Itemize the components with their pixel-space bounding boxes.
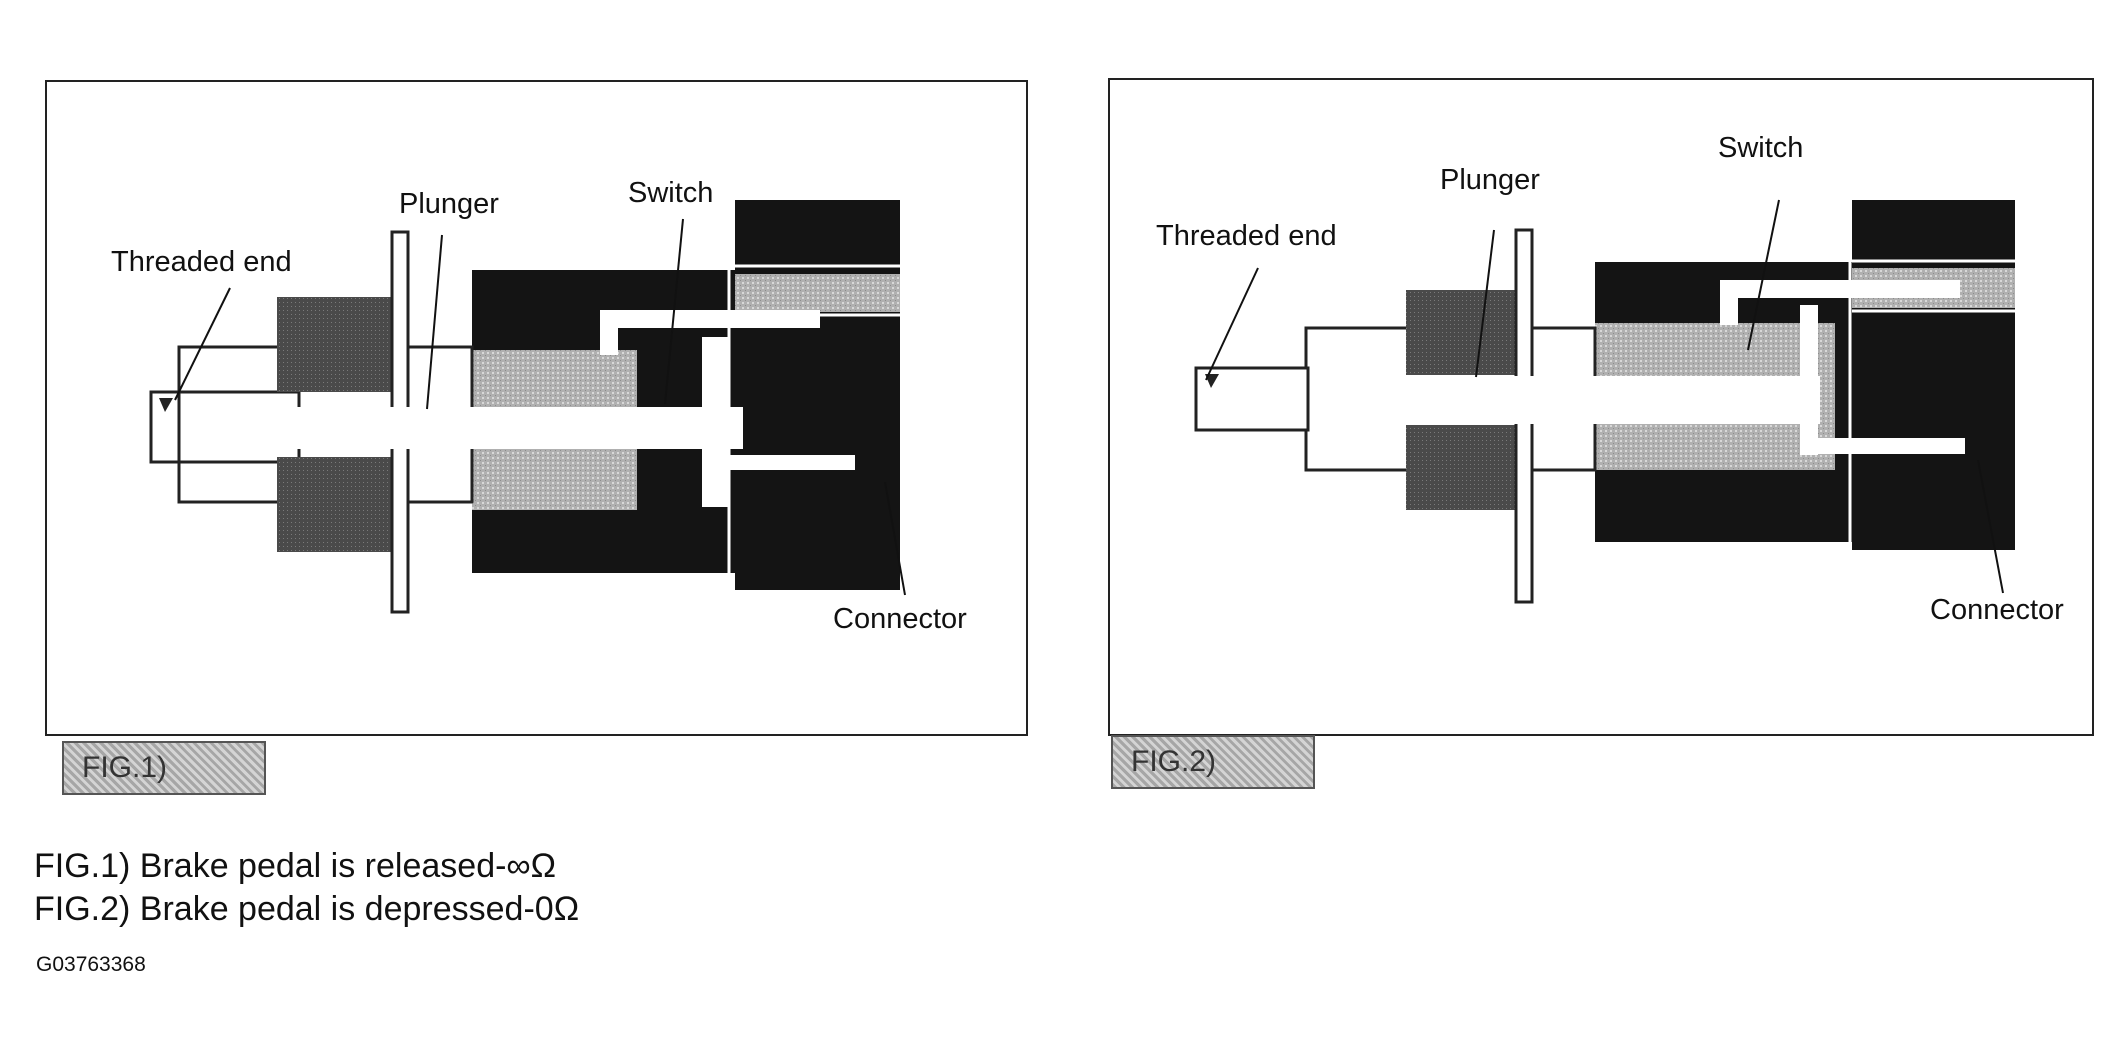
connector-block [735,200,900,590]
figure-1-tag: FIG.1) [62,741,266,795]
switch-label: Switch [628,177,714,209]
connector-block [1852,200,2015,550]
figure-id: G03763368 [36,953,146,976]
plunger-label: Plunger [399,188,499,220]
connector-label: Connector [1930,594,2064,626]
switch-diagram-released [149,200,906,614]
caption-released: FIG.1) Brake pedal is released-∞Ω [34,847,557,885]
threaded-end-label: Threaded end [1156,220,1337,252]
figure-1-panel: Threaded end Plunger Switch Connector [45,80,1028,736]
figure-2-panel: Threaded end Plunger Switch Connector [1108,78,2094,736]
leader-lines [1205,199,2004,594]
leader-lines [174,218,906,596]
threaded-end-label: Threaded end [111,246,292,278]
housing-body [472,200,900,590]
connector-label: Connector [833,603,967,635]
caption-depressed: FIG.2) Brake pedal is depressed-0Ω [34,890,580,928]
switch-diagram-depressed [1194,199,2015,604]
plunger [1380,376,1820,424]
plunger [283,407,743,449]
housing-body [1595,200,2015,550]
switch-label: Switch [1718,132,1804,164]
plunger-label: Plunger [1440,164,1540,196]
figure-2-tag: FIG.2) [1111,735,1315,789]
